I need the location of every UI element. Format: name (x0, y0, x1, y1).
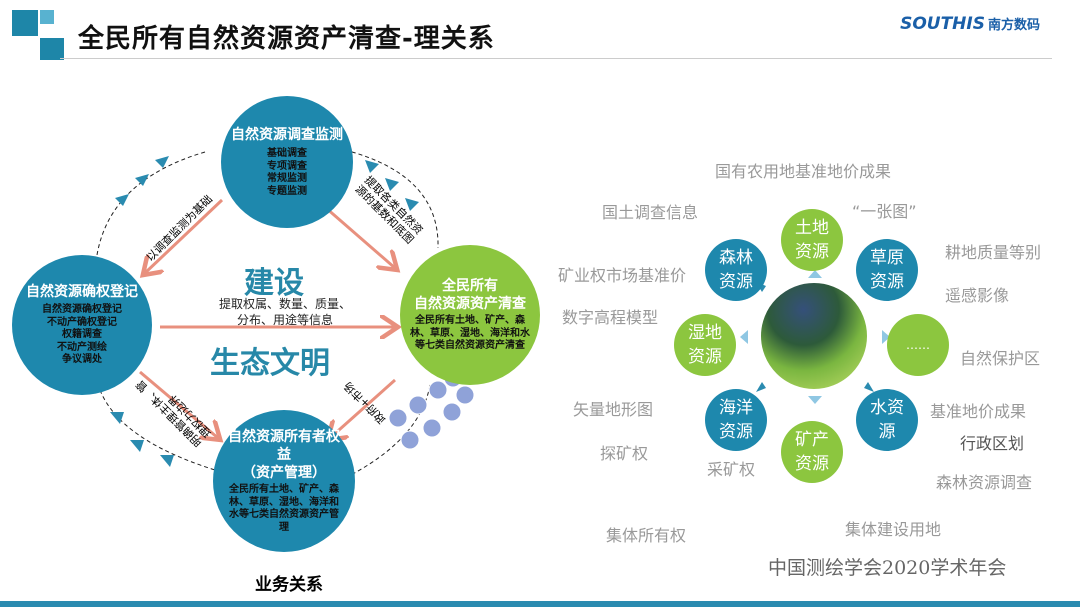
label-eco-civilization: 生态文明 (210, 346, 330, 381)
term: 国土调查信息 (602, 203, 699, 222)
label-extract-info: 提取权属、数量、质量、分布、用途等信息 (218, 297, 351, 327)
term: 集体所有权 (606, 526, 687, 545)
resource-water: 水资源 (856, 389, 918, 451)
term: 矢量地形图 (573, 400, 654, 419)
arrow-survey-to-registration (145, 198, 224, 273)
header-divider (60, 58, 1052, 59)
term: 自然保护区 (960, 349, 1041, 368)
footer-bar (0, 601, 1080, 607)
term: 矿业权市场基准价 (558, 266, 687, 285)
resource-mineral: 矿产资源 (781, 421, 843, 483)
term: 遥感影像 (945, 286, 1010, 305)
triangle-markers (110, 156, 419, 467)
term: 集体建设用地 (845, 520, 942, 539)
logo-square (12, 10, 38, 36)
node-owner-rights: 自然资源所有者权益 （资产管理） 全民所有土地、矿产、森林、草原、湿地、海洋和水… (213, 410, 355, 552)
logo-square (40, 10, 54, 24)
resource-land: 土地资源 (781, 209, 843, 271)
node-rights-registration: 自然资源确权登记 自然资源确权登记不动产确权登记权籍调查不动产测绘争议调处 (12, 255, 152, 395)
landscape-photo (758, 280, 870, 392)
term: 森林资源调查 (936, 473, 1033, 492)
resource-forest: 森林资源 (705, 239, 767, 301)
term: 探矿权 (600, 444, 649, 463)
term: 基准地价成果 (930, 402, 1027, 421)
node-asset-inventory: 全民所有 自然资源资产清查 全民所有土地、矿产、森林、草原、湿地、海洋和水等七类… (400, 245, 540, 385)
term: 采矿权 (707, 460, 756, 479)
label-construction: 建设 (244, 266, 304, 301)
page-title: 全民所有自然资源资产清查-理关系 (78, 24, 495, 54)
arrow-survey-to-inventory (317, 199, 395, 268)
term: “一张图” (852, 202, 917, 221)
term: 耕地质量等别 (945, 243, 1042, 262)
term: 数字高程模型 (562, 308, 659, 327)
term: 国有农用地基准地价成果 (715, 162, 892, 181)
conference-name: 中国测绘学会2020学术年会 (768, 557, 1007, 579)
arrow-registration-to-rights (139, 370, 218, 438)
resource-wetland: 湿地资源 (674, 314, 736, 376)
resource-grassland: 草原资源 (856, 239, 918, 301)
resource-more: …… (887, 314, 949, 376)
dashed-arc (96, 151, 206, 256)
term: 行政区划 (960, 434, 1025, 453)
dashed-arc (99, 389, 216, 471)
arrow-inventory-to-rights (330, 378, 396, 438)
diagram-caption: 业务关系 (255, 575, 323, 595)
dashed-arc (344, 149, 439, 249)
resource-ocean: 海洋资源 (705, 389, 767, 451)
node-survey-monitoring: 自然资源调查监测 基础调查专项调查常规监测专题监测 (221, 96, 353, 228)
logo-square (40, 38, 64, 60)
